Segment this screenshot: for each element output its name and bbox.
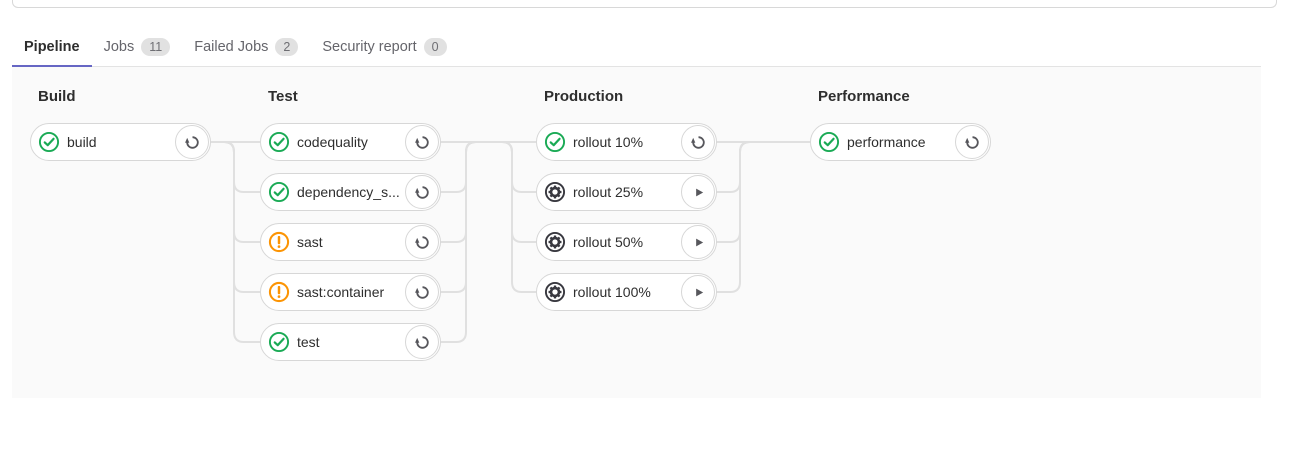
job-name: build (67, 134, 97, 150)
job-name: rollout 50% (573, 234, 644, 250)
play-icon (695, 288, 703, 296)
status-success-icon (544, 131, 566, 153)
status-warning-icon (268, 231, 290, 253)
retry-job-button[interactable] (175, 125, 209, 159)
job-name: sast (297, 234, 323, 250)
status-success-icon (268, 181, 290, 203)
job-pill[interactable]: performance (810, 123, 991, 161)
pipeline-tab-bar: Pipeline Jobs 11 Failed Jobs 2 Security repor… (12, 28, 1261, 68)
job-pill[interactable]: test (260, 323, 441, 361)
job-pill[interactable]: sast (260, 223, 441, 261)
job-pill[interactable]: build (30, 123, 211, 161)
job-name: sast:container (297, 284, 385, 300)
retry-job-button[interactable] (405, 225, 439, 259)
job-pill[interactable]: sast:container (260, 273, 441, 311)
retry-job-button[interactable] (405, 275, 439, 309)
retry-job-button[interactable] (405, 125, 439, 159)
job-name: performance (847, 134, 926, 150)
tab-jobs[interactable]: Jobs 11 (92, 29, 183, 68)
previous-section-bottom-edge (12, 0, 1277, 8)
status-manual-icon (544, 281, 566, 303)
play-job-button[interactable] (681, 275, 715, 309)
job-name: rollout 100% (573, 284, 651, 300)
retry-job-button[interactable] (405, 175, 439, 209)
status-success-icon (268, 331, 290, 353)
status-manual-icon (544, 181, 566, 203)
retry-icon (414, 285, 429, 299)
job-pill[interactable]: rollout 100% (536, 273, 717, 311)
status-manual-icon (544, 231, 566, 253)
tab-pipeline[interactable]: Pipeline (12, 29, 92, 68)
tab-label: Jobs (103, 38, 135, 55)
stage-title: Test (268, 88, 298, 105)
job-name: test (297, 334, 320, 350)
pipeline-graph: Build build Test codequality dependency_s...… (12, 67, 1261, 398)
status-success-icon (38, 131, 60, 153)
tab-label: Security report (322, 38, 417, 55)
tab-label: Failed Jobs (194, 38, 269, 55)
status-success-icon (268, 131, 290, 153)
job-pill[interactable]: dependency_s... (260, 173, 441, 211)
retry-job-button[interactable] (681, 125, 715, 159)
stage-title: Build (38, 88, 76, 105)
job-pill[interactable]: rollout 10% (536, 123, 717, 161)
job-name: dependency_s... (297, 184, 400, 200)
retry-icon (414, 185, 429, 199)
tab-failed-jobs[interactable]: Failed Jobs 2 (182, 29, 310, 68)
job-pill[interactable]: rollout 50% (536, 223, 717, 261)
retry-job-button[interactable] (405, 325, 439, 359)
retry-icon (184, 135, 199, 149)
play-icon (695, 188, 703, 196)
status-warning-icon (268, 281, 290, 303)
stage-title: Performance (818, 88, 910, 105)
play-job-button[interactable] (681, 175, 715, 209)
play-job-button[interactable] (681, 225, 715, 259)
job-pill[interactable]: rollout 25% (536, 173, 717, 211)
retry-icon (414, 335, 429, 349)
job-name: rollout 25% (573, 184, 644, 200)
retry-job-button[interactable] (955, 125, 989, 159)
status-success-icon (818, 131, 840, 153)
retry-icon (414, 135, 429, 149)
retry-icon (690, 135, 705, 149)
tab-label: Pipeline (24, 38, 80, 55)
tab-count-badge: 11 (141, 37, 171, 56)
pipeline-connectors (211, 141, 810, 343)
job-name: codequality (297, 134, 368, 150)
tab-count-badge: 0 (423, 37, 447, 56)
retry-icon (964, 135, 979, 149)
tab-security-report[interactable]: Security report 0 (310, 29, 458, 68)
job-pill[interactable]: codequality (260, 123, 441, 161)
tab-count-badge: 2 (275, 37, 299, 56)
job-name: rollout 10% (573, 134, 644, 150)
retry-icon (414, 235, 429, 249)
play-icon (695, 238, 703, 246)
stage-title: Production (544, 88, 624, 105)
